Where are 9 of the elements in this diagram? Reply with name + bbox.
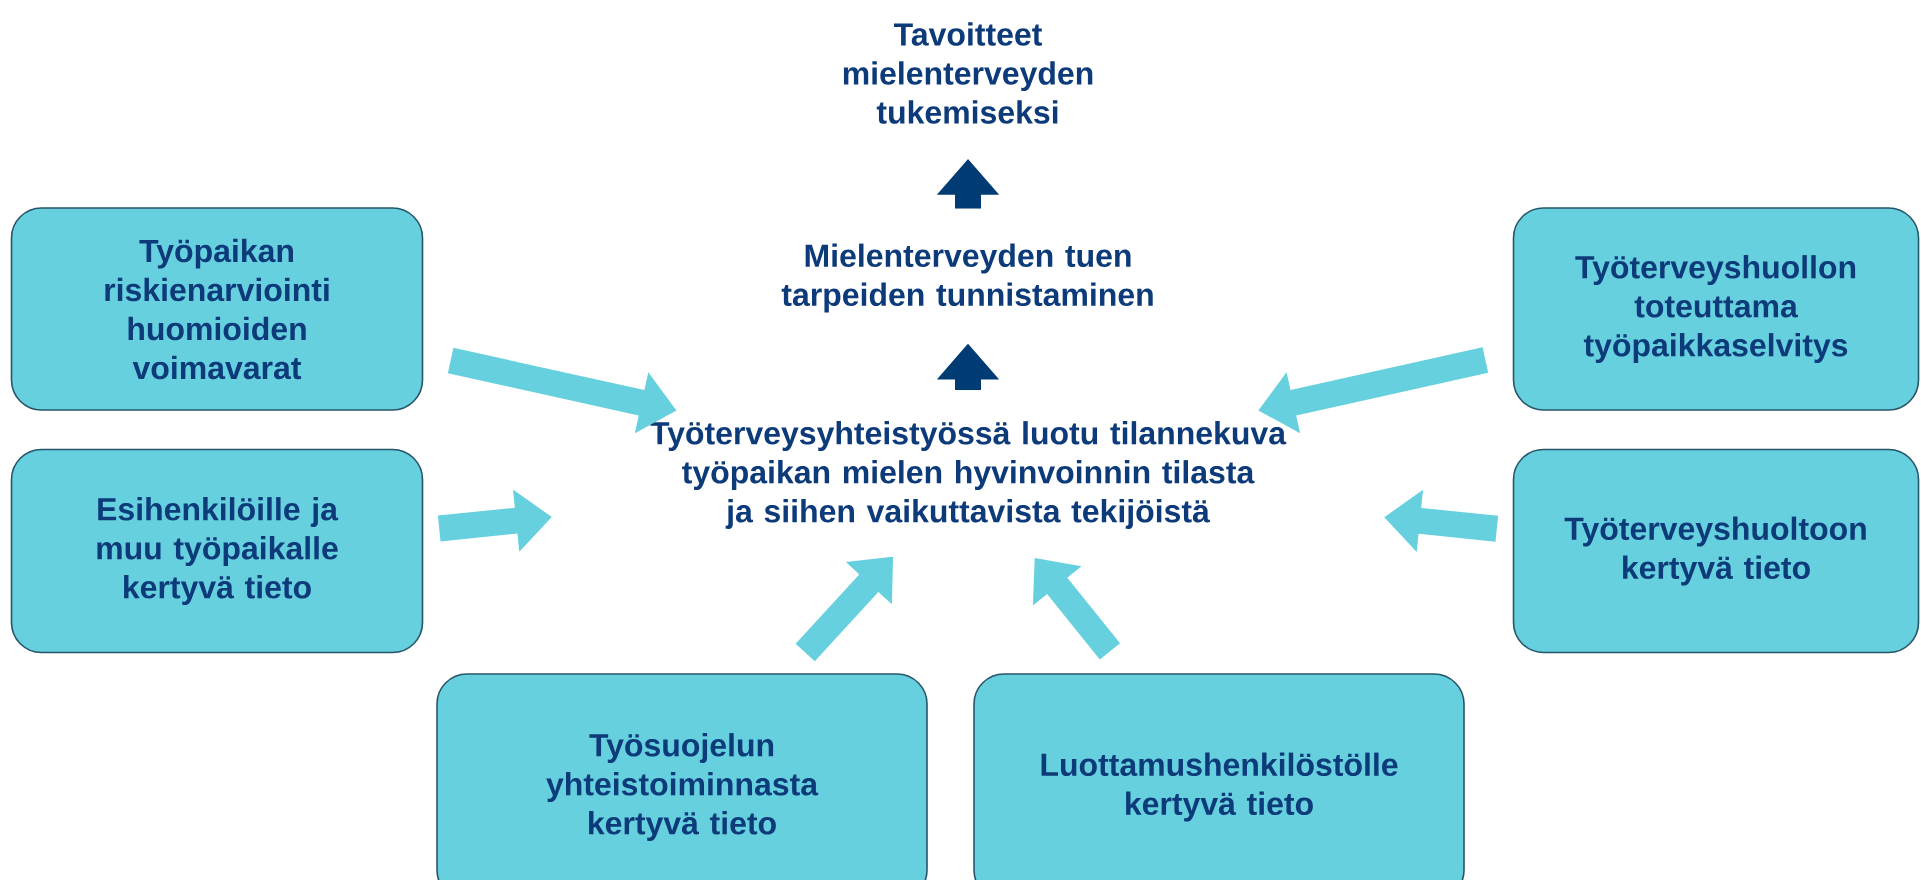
source-box: Työsuojelun yhteistoiminnasta kertyvä tieto [436, 673, 928, 880]
goal-text: Tavoitteet mielenterveyden tukemiseksi [843, 22, 1093, 124]
source-box: Luottamushenkilöstölle kertyvä tieto [973, 673, 1465, 880]
source-box: Työpaikan riskienarviointi huomioiden voimavarat [10, 207, 424, 411]
stage-text: Mielenterveyden tuen tarpeiden tunnistaminen [781, 243, 1153, 313]
situation-text: Työterveysyhteistyössä luotu tilannekuva työpaikan mielen hyvinvoinnin tilasta ja siihen vaikuttavista tekijöistä [650, 421, 1287, 529]
source-box: Työterveyshuollon toteuttama työpaikkaselvitys [1512, 207, 1920, 411]
source-box: Esihenkilöille ja muu työpaikalle kertyvä tieto [10, 448, 424, 654]
source-box: Työterveyshuoltoon kertyvä tieto [1512, 448, 1920, 654]
